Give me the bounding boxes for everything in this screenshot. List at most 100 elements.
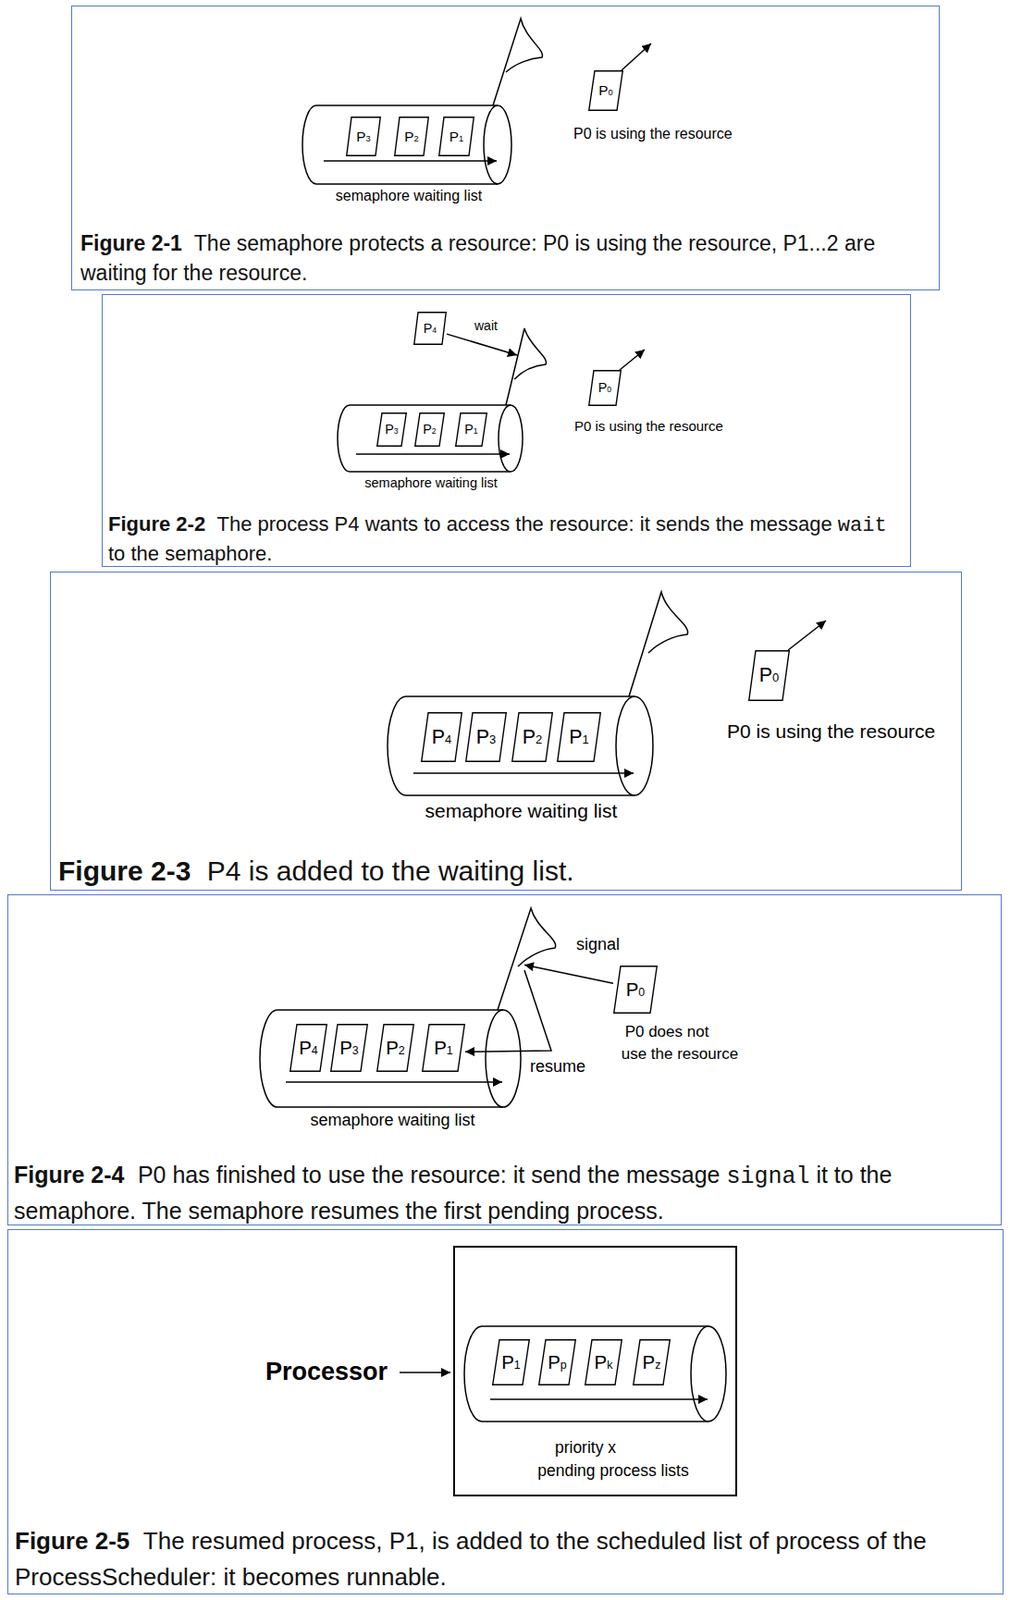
process-name: P4 xyxy=(289,1023,328,1075)
waiting-list-cylinder: semaphore waiting listP3P2P1 xyxy=(302,102,516,207)
label-slot: P0 is using the resource xyxy=(574,418,724,434)
figure-caption: Figure 2-1 The semaphore protects a reso… xyxy=(80,228,937,288)
list-label: semaphore waiting list xyxy=(338,475,524,492)
process-name: P3 xyxy=(345,116,382,160)
edge-label: resume xyxy=(528,1057,588,1077)
process-box: P1 xyxy=(455,412,488,447)
process-box: P4 xyxy=(420,712,463,763)
process-box: P0 xyxy=(613,965,658,1014)
semaphore-flag xyxy=(628,591,689,697)
process-name: P0 xyxy=(588,70,624,113)
caption-code: wait xyxy=(837,514,887,538)
edge-label: signal xyxy=(574,935,622,955)
process-name: P2 xyxy=(414,412,445,449)
message-arrow xyxy=(524,964,614,984)
process-box: P4 xyxy=(413,311,447,345)
list-label: semaphore waiting list xyxy=(302,187,516,205)
label-slot: semaphore waiting list xyxy=(338,475,524,492)
label-slot: priority x pending process lists xyxy=(529,1436,697,1483)
caption-text: The resumed process, P1, is added to the… xyxy=(14,1527,927,1591)
label-slot: semaphore waiting list xyxy=(260,1110,525,1131)
cylinder-outline xyxy=(337,405,511,472)
process-name: P3 xyxy=(376,412,407,449)
process-box: P1 xyxy=(492,1339,530,1386)
label-slot: wait xyxy=(472,318,500,333)
process-name: P1 xyxy=(492,1339,530,1389)
cylinder-end xyxy=(485,1010,521,1108)
process-name: P2 xyxy=(511,712,554,765)
process-name: Pz xyxy=(632,1339,671,1389)
process-name: P0 xyxy=(613,965,658,1017)
running-arrow xyxy=(788,620,826,651)
figure-panel: Figure 2-2 The process P4 wants to acces… xyxy=(101,294,912,567)
flow-arrow xyxy=(356,453,510,456)
semaphore-flag xyxy=(492,18,542,106)
component-name: Processor xyxy=(265,1357,388,1387)
process-name: Pp xyxy=(538,1339,577,1389)
running-arrow xyxy=(619,349,645,370)
process-box: P0 xyxy=(588,70,624,111)
note-label: P0 is using the resource xyxy=(726,720,936,743)
caption-code: signal xyxy=(726,1163,810,1191)
caption-text: to the semaphore. xyxy=(108,541,272,566)
process-name: P0 xyxy=(748,650,790,703)
process-box: Pz xyxy=(632,1339,671,1386)
cylinder-outline xyxy=(259,1010,504,1108)
cylinder-outline xyxy=(387,696,635,796)
semaphore-flag xyxy=(497,908,556,1010)
caption-heading: Figure 2-1 xyxy=(80,231,183,256)
process-box: P2 xyxy=(511,712,554,763)
process-box: P1 xyxy=(421,1023,466,1072)
figure-panel: Figure 2-1 The semaphore protects a reso… xyxy=(71,5,940,291)
cylinder-outline xyxy=(302,105,498,185)
process-name: P1 xyxy=(455,412,488,449)
message-arrow xyxy=(465,970,552,1052)
flow-arrow xyxy=(323,160,497,162)
running-arrow xyxy=(621,43,652,71)
process-box: P4 xyxy=(289,1023,328,1072)
process-box: Pp xyxy=(538,1339,577,1386)
label-slot: semaphore waiting list xyxy=(302,187,516,205)
cylinder-end xyxy=(690,1326,727,1422)
figure-caption: Figure 2-3 P4 is added to the waiting li… xyxy=(58,852,956,890)
process-name: P3 xyxy=(465,712,507,765)
process-box: P0 xyxy=(588,369,622,407)
process-name: P1 xyxy=(556,712,602,765)
figure-caption: Figure 2-4 P0 has finished to use the re… xyxy=(13,1157,976,1229)
process-name: P0 xyxy=(588,369,622,408)
note-label: P0 does not use the resource xyxy=(615,1021,745,1066)
caption-text: The process P4 wants to access the resou… xyxy=(216,512,832,536)
waiting-list-cylinder: priority x pending process lists P1PpPkPz xyxy=(467,1329,729,1491)
process-box: P0 xyxy=(748,650,790,702)
flow-arrow xyxy=(285,1081,503,1084)
label-slot: P0 is using the resource xyxy=(573,125,733,143)
scheduler-box: priority x pending process lists P1PpPkPz xyxy=(453,1245,738,1497)
process-name: P3 xyxy=(330,1023,369,1075)
cylinder-end xyxy=(483,105,512,185)
process-box: P1 xyxy=(556,712,602,763)
semaphore-flag xyxy=(505,328,546,406)
label-slot: semaphore waiting list xyxy=(388,800,654,823)
cylinder-end xyxy=(615,696,653,796)
figure-panel: Figure 2-4 P0 has finished to use the re… xyxy=(7,894,1002,1226)
list-label: semaphore waiting list xyxy=(260,1110,525,1131)
cylinder-end xyxy=(498,405,523,472)
figure-caption: Figure 2-2 The process P4 wants to acces… xyxy=(108,510,909,568)
waiting-list-cylinder: semaphore waiting list P4P3P2P1 xyxy=(260,953,525,1134)
process-name: P1 xyxy=(438,116,475,160)
process-box: P2 xyxy=(376,1023,415,1072)
message-arrow xyxy=(446,333,518,356)
caption-heading: Figure 2-5 xyxy=(14,1527,130,1555)
label-slot: P0 does not use the resource xyxy=(615,1021,745,1066)
label-slot: signal xyxy=(574,935,622,955)
figure-panel: Figure 2-5 The resumed process, P1, is a… xyxy=(7,1229,1004,1595)
process-box: P3 xyxy=(330,1023,369,1072)
process-box: P3 xyxy=(345,116,382,157)
process-box: Pk xyxy=(584,1339,623,1386)
process-box: P1 xyxy=(438,116,475,157)
caption-text: P0 has finished to use the resource: it … xyxy=(137,1161,721,1188)
process-box: P2 xyxy=(414,412,445,447)
caption-heading: Figure 2-3 xyxy=(58,855,191,887)
flow-arrow xyxy=(490,1398,708,1401)
